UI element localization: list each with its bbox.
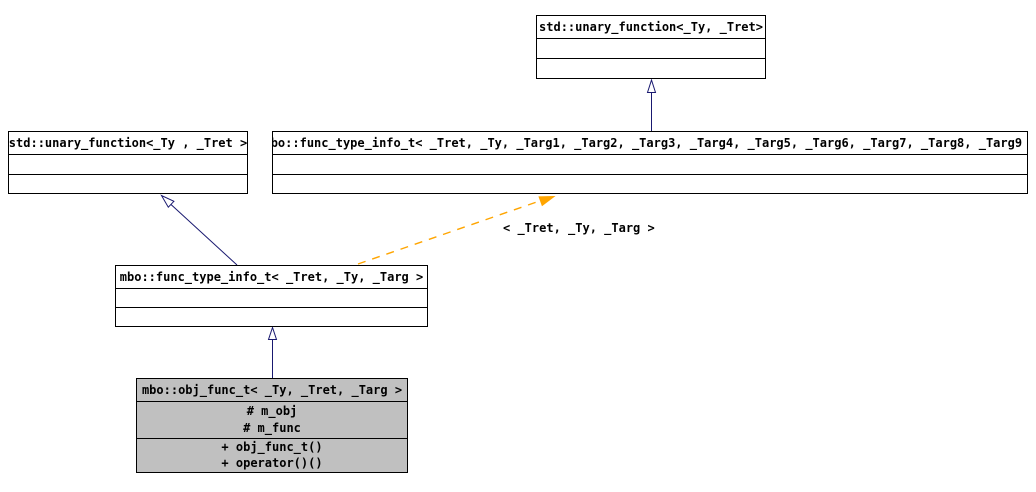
attribute-m-obj: # m_obj (246, 404, 298, 418)
inheritance-arrow-right-to-top (646, 78, 657, 131)
inheritance-arrow-middle-to-left (160, 194, 238, 266)
attributes-compartment (116, 288, 427, 307)
template-args-label: < _Tret, _Ty, _Targ > (503, 221, 655, 235)
methods-compartment (116, 307, 427, 326)
node-obj-func-t[interactable]: mbo::obj_func_t< _Ty, _Tret, _Targ > # m… (136, 378, 408, 473)
attributes-compartment: # m_obj # m_func (137, 401, 407, 438)
class-title: std::unary_function<_Ty , _Tret > (9, 136, 247, 150)
node-std-unary-function-top[interactable]: std::unary_function<_Ty, _Tret> (536, 15, 766, 79)
method-obj-func-t: + obj_func_t() (221, 440, 323, 454)
methods-compartment (537, 58, 765, 78)
node-func-type-info-t-nine-args[interactable]: mbo::func_type_info_t< _Tret, _Ty, _Targ… (272, 131, 1028, 194)
method-operator-call: + operator()() (221, 456, 323, 470)
inheritance-arrow-bottom-to-middle (267, 325, 278, 378)
class-title: mbo::func_type_info_t< _Tret, _Ty, _Targ… (273, 136, 1027, 150)
methods-compartment: + obj_func_t() + operator()() (137, 438, 407, 472)
class-title: std::unary_function<_Ty, _Tret> (539, 20, 763, 34)
class-title: mbo::obj_func_t< _Ty, _Tret, _Targ > (141, 383, 403, 397)
attributes-compartment (9, 154, 247, 174)
methods-compartment (9, 173, 247, 194)
node-std-unary-function-left[interactable]: std::unary_function<_Ty , _Tret > (8, 131, 248, 194)
attributes-compartment (273, 154, 1027, 174)
methods-compartment (273, 173, 1027, 194)
attributes-compartment (537, 38, 765, 58)
class-title: mbo::func_type_info_t< _Tret, _Ty, _Targ… (119, 270, 424, 284)
attribute-m-func: # m_func (243, 421, 301, 435)
node-func-type-info-t[interactable]: mbo::func_type_info_t< _Tret, _Ty, _Targ… (115, 265, 428, 327)
